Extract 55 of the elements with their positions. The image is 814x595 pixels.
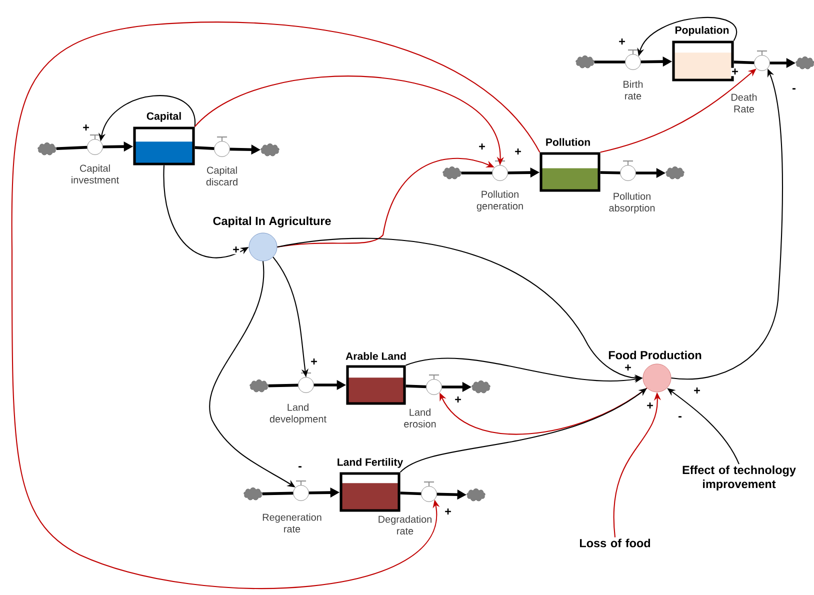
polarity-sign: - <box>677 415 683 421</box>
cloud-icon <box>250 379 268 392</box>
polarity-sign: - <box>791 87 797 93</box>
cloud-icon <box>576 55 594 68</box>
cloud-icon <box>472 380 490 394</box>
polarity-sign: + <box>478 142 486 152</box>
cloud-icon <box>466 488 486 502</box>
flow-pipe <box>406 384 426 388</box>
stock-label: Capital <box>146 112 181 122</box>
cloud-icon <box>38 142 56 156</box>
polarity-sign: + <box>646 402 654 410</box>
flow-label: Pollution generation <box>476 190 523 212</box>
flow-label: Degradation rate <box>378 515 432 534</box>
polarity-sign: + <box>82 124 90 132</box>
causal-arrow <box>11 22 540 589</box>
flow-label: Land erosion <box>404 408 436 428</box>
causal-arrow <box>440 388 648 435</box>
stock-label: Land Fertility <box>338 458 404 468</box>
polarity-sign: + <box>624 364 632 372</box>
polarity-sign: + <box>692 386 702 396</box>
flow-label: Land development <box>270 404 326 424</box>
flow-label: Capital discard <box>206 166 238 186</box>
cloud-icon <box>244 487 262 500</box>
variable-label: Food Production <box>608 350 702 360</box>
polarity-sign: + <box>454 396 462 404</box>
polarity-sign: + <box>444 508 452 516</box>
flow-pipe <box>194 146 214 150</box>
stock-label: Population <box>675 26 729 36</box>
flow-pipe <box>594 60 626 64</box>
cloud-icon <box>666 166 684 180</box>
polarity-sign: - <box>297 465 303 471</box>
flow-label: Pollution absorption <box>609 192 655 214</box>
flow-pipe <box>56 146 88 150</box>
stock-label: Arable Land <box>346 352 406 360</box>
flow-label: Regeneration rate <box>262 513 322 532</box>
flow-pipe <box>262 492 294 496</box>
flow-label: Birth rate <box>624 80 643 100</box>
flow-label: Death Rate <box>732 93 757 112</box>
cloud-icon <box>796 56 814 70</box>
polarity-sign: + <box>232 246 240 254</box>
flow-pipe <box>461 172 492 174</box>
cloud-icon <box>442 166 462 180</box>
polarity-sign: + <box>310 358 318 366</box>
variable-label: Loss of food <box>580 538 650 548</box>
stock-label: Pollution <box>546 138 590 146</box>
flow-pipe <box>268 384 298 388</box>
flow-pipe <box>600 171 620 174</box>
cloud-icon <box>260 143 280 156</box>
variable-label: Effect of technology improvement <box>682 466 796 490</box>
flow-pipe <box>400 492 422 496</box>
flow-label: Capital investment <box>72 164 119 184</box>
variable-label: Capital In Agriculture <box>213 216 331 228</box>
polarity-sign: + <box>618 38 626 46</box>
polarity-sign: + <box>514 148 522 156</box>
flow-pipe <box>734 60 754 64</box>
